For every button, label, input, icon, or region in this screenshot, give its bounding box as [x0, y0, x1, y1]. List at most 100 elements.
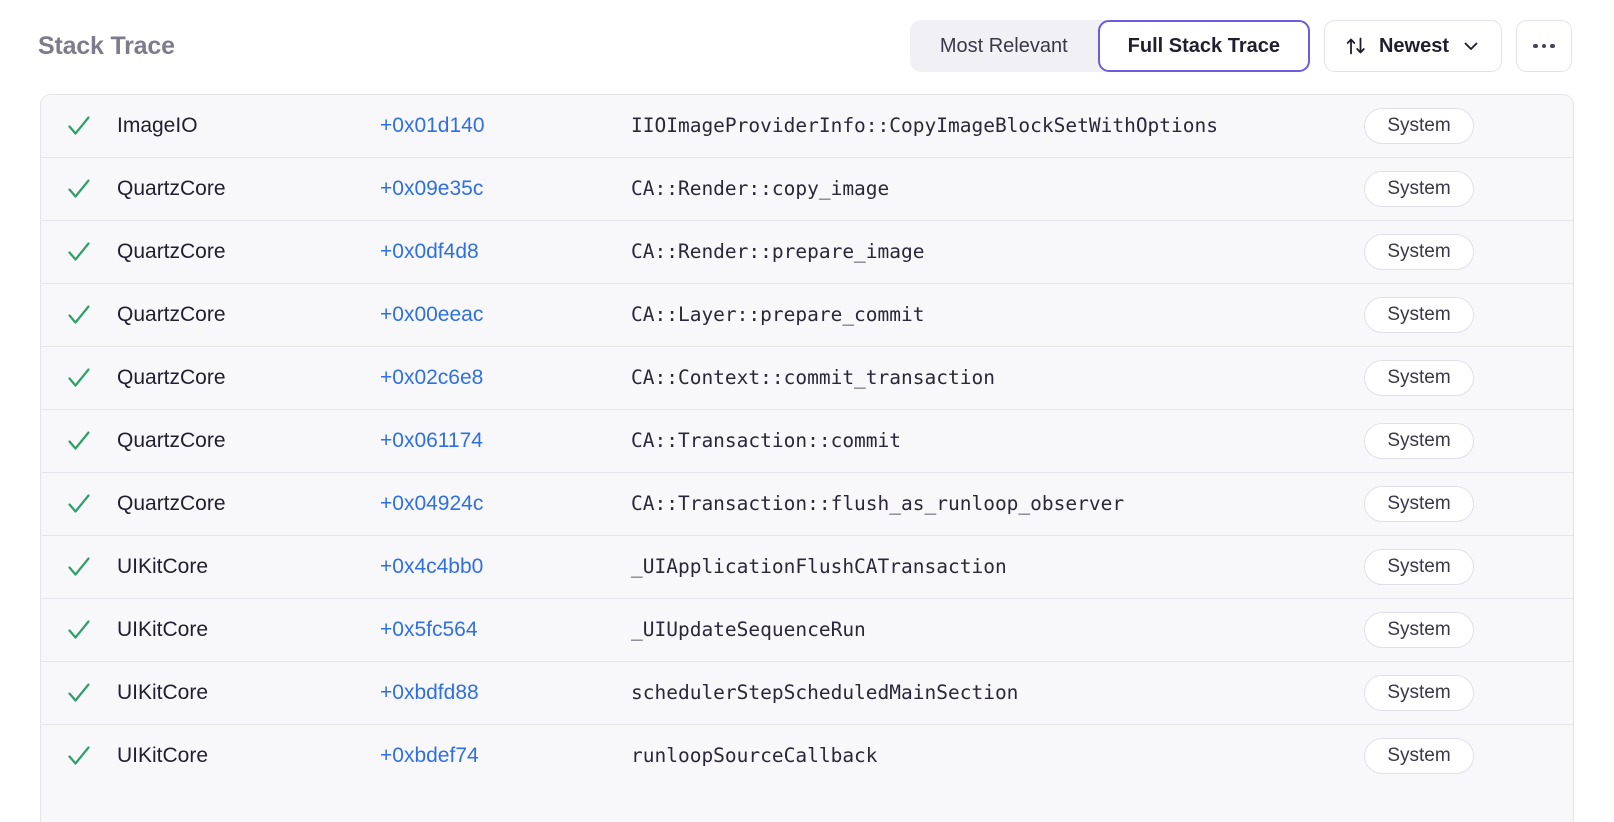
- frame-status-cell: [41, 599, 117, 661]
- frame-symbol-name: runloopSourceCallback: [631, 744, 878, 767]
- frame-offset[interactable]: +0x00eeac: [380, 303, 484, 326]
- frame-symbol-name: _UIApplicationFlushCATransaction: [631, 555, 1007, 578]
- table-row[interactable]: QuartzCore +0x061174 CA::Transaction::co…: [41, 410, 1573, 473]
- check-icon: [64, 284, 94, 346]
- table-row[interactable]: QuartzCore +0x00eeac CA::Layer::prepare_…: [41, 284, 1573, 347]
- frame-tag-cell: System: [1331, 347, 1507, 409]
- frame-tag-cell: System: [1331, 725, 1507, 787]
- status-badge[interactable]: System: [1364, 108, 1474, 144]
- frame-symbol-name: CA::Transaction::commit: [631, 429, 902, 452]
- frame-binary-name: UIKitCore: [117, 744, 209, 767]
- frame-offset[interactable]: +0x5fc564: [380, 618, 478, 641]
- tab-full-stack-trace[interactable]: Full Stack Trace: [1097, 20, 1310, 72]
- frame-tag-cell: System: [1331, 221, 1507, 283]
- frame-status-cell: [41, 95, 117, 157]
- check-icon: [64, 725, 94, 787]
- frame-status-cell: [41, 158, 117, 220]
- table-row[interactable]: UIKitCore +0xbdef74 runloopSourceCallbac…: [41, 725, 1573, 787]
- frame-status-cell: [41, 725, 117, 787]
- frame-binary-name: QuartzCore: [117, 177, 226, 200]
- check-icon: [64, 473, 94, 535]
- frame-offset[interactable]: +0x04924c: [380, 492, 484, 515]
- status-badge[interactable]: System: [1364, 360, 1474, 396]
- check-icon: [64, 347, 94, 409]
- check-icon: [64, 599, 94, 661]
- frame-offset[interactable]: +0x4c4bb0: [380, 555, 484, 578]
- frame-binary-name: QuartzCore: [117, 240, 226, 263]
- check-icon: [64, 158, 94, 220]
- frame-offset[interactable]: +0x01d140: [380, 114, 485, 137]
- check-icon: [64, 221, 94, 283]
- header-controls: Most Relevant Full Stack Trace Newest: [909, 20, 1572, 72]
- status-badge[interactable]: System: [1364, 738, 1474, 774]
- frame-tag-cell: System: [1331, 599, 1507, 661]
- chevron-down-icon: [1461, 36, 1481, 56]
- frame-offset[interactable]: +0xbdef74: [380, 744, 479, 767]
- sort-label: Newest: [1378, 34, 1449, 57]
- table-row[interactable]: QuartzCore +0x09e35c CA::Render::copy_im…: [41, 158, 1573, 221]
- table-row[interactable]: QuartzCore +0x04924c CA::Transaction::fl…: [41, 473, 1573, 536]
- frame-tag-cell: System: [1331, 158, 1507, 220]
- frame-symbol-name: CA::Render::copy_image: [631, 177, 890, 200]
- frame-offset[interactable]: +0x09e35c: [380, 177, 484, 200]
- status-badge[interactable]: System: [1364, 612, 1474, 648]
- table-row[interactable]: UIKitCore +0x5fc564 _UIUpdateSequenceRun…: [41, 599, 1573, 662]
- page-title: Stack Trace: [38, 31, 175, 60]
- frame-binary-name: UIKitCore: [117, 618, 209, 641]
- frame-tag-cell: System: [1331, 95, 1507, 157]
- frame-tag-cell: System: [1331, 284, 1507, 346]
- frame-symbol-name: CA::Layer::prepare_commit: [631, 303, 925, 326]
- status-badge[interactable]: System: [1364, 297, 1474, 333]
- frame-symbol-name: CA::Render::prepare_image: [631, 240, 925, 263]
- frame-offset[interactable]: +0xbdfd88: [380, 681, 479, 704]
- check-icon: [64, 410, 94, 472]
- frame-status-cell: [41, 473, 117, 535]
- status-badge[interactable]: System: [1364, 675, 1474, 711]
- frame-symbol-name: CA::Transaction::flush_as_runloop_observ…: [631, 492, 1125, 515]
- check-icon: [64, 662, 94, 724]
- table-row[interactable]: ImageIO +0x01d140 IIOImageProviderInfo::…: [41, 95, 1573, 158]
- frame-binary-name: UIKitCore: [117, 555, 209, 578]
- status-badge[interactable]: System: [1364, 234, 1474, 270]
- check-icon: [64, 536, 94, 598]
- status-badge[interactable]: System: [1364, 423, 1474, 459]
- frame-offset[interactable]: +0x061174: [380, 429, 483, 452]
- frame-binary-name: QuartzCore: [117, 429, 226, 452]
- status-badge[interactable]: System: [1364, 486, 1474, 522]
- frame-tag-cell: System: [1331, 410, 1507, 472]
- sort-button[interactable]: Newest: [1323, 20, 1502, 72]
- frame-binary-name: QuartzCore: [117, 492, 226, 515]
- tab-most-relevant[interactable]: Most Relevant: [939, 34, 1068, 57]
- frame-tag-cell: System: [1331, 662, 1507, 724]
- table-row[interactable]: QuartzCore +0x0df4d8 CA::Render::prepare…: [41, 221, 1573, 284]
- frame-symbol-name: _UIUpdateSequenceRun: [631, 618, 866, 641]
- frame-symbol-name: schedulerStepScheduledMainSection: [631, 681, 1019, 704]
- frame-status-cell: [41, 221, 117, 283]
- frame-symbol-name: CA::Context::commit_transaction: [631, 366, 995, 389]
- table-row[interactable]: UIKitCore +0xbdfd88 schedulerStepSchedul…: [41, 662, 1573, 725]
- status-badge[interactable]: System: [1364, 549, 1474, 585]
- frame-binary-name: UIKitCore: [117, 681, 209, 704]
- frame-binary-name: QuartzCore: [117, 303, 226, 326]
- stack-frames-table: ImageIO +0x01d140 IIOImageProviderInfo::…: [40, 94, 1574, 822]
- frame-tag-cell: System: [1331, 536, 1507, 598]
- more-options-button[interactable]: [1516, 20, 1572, 72]
- frame-status-cell: [41, 347, 117, 409]
- view-mode-segmented-control[interactable]: Most Relevant Full Stack Trace: [909, 20, 1310, 72]
- frame-status-cell: [41, 662, 117, 724]
- table-row[interactable]: UIKitCore +0x4c4bb0 _UIApplicationFlushC…: [41, 536, 1573, 599]
- status-badge[interactable]: System: [1364, 171, 1474, 207]
- frame-status-cell: [41, 284, 117, 346]
- frame-offset[interactable]: +0x02c6e8: [380, 366, 484, 389]
- frame-binary-name: QuartzCore: [117, 366, 226, 389]
- stack-frames-rows: ImageIO +0x01d140 IIOImageProviderInfo::…: [41, 95, 1573, 787]
- frame-symbol-name: IIOImageProviderInfo::CopyImageBlockSetW…: [631, 114, 1218, 137]
- sort-arrows-icon: [1345, 35, 1367, 57]
- frame-offset[interactable]: +0x0df4d8: [380, 240, 479, 263]
- frame-status-cell: [41, 410, 117, 472]
- table-row[interactable]: QuartzCore +0x02c6e8 CA::Context::commit…: [41, 347, 1573, 410]
- frame-tag-cell: System: [1331, 473, 1507, 535]
- check-icon: [64, 95, 94, 157]
- ellipsis-icon: [1533, 43, 1555, 49]
